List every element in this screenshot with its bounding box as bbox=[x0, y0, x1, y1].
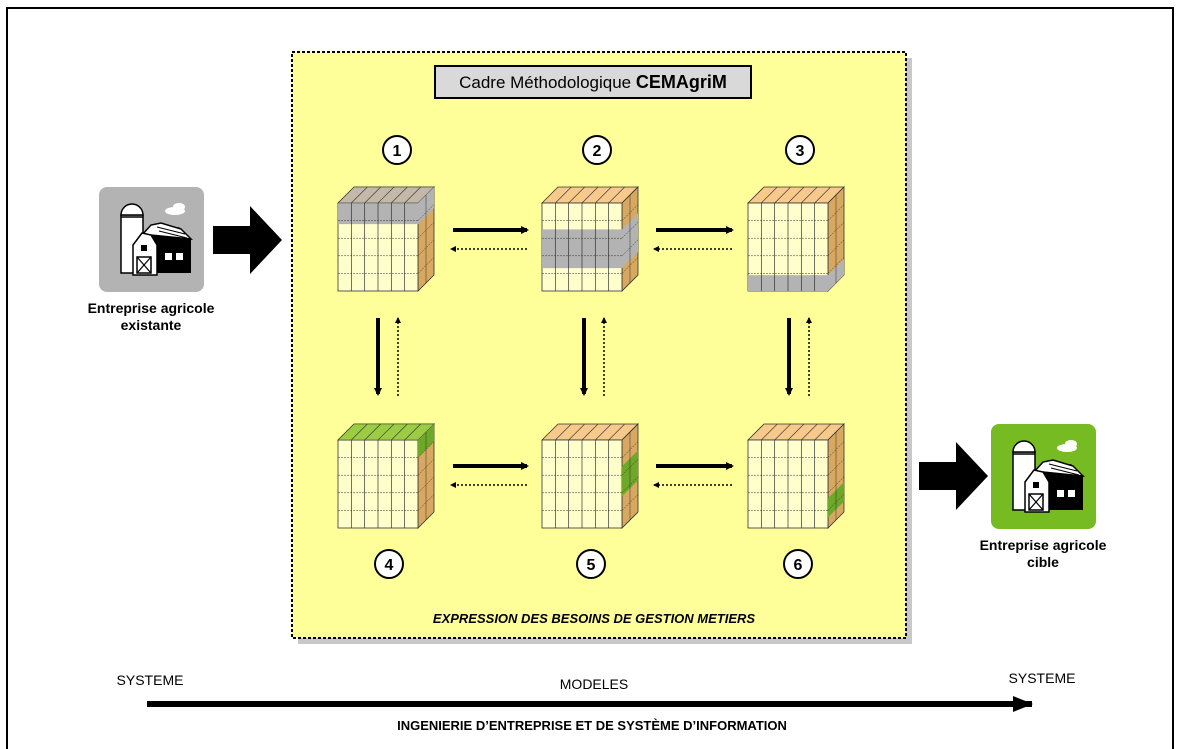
frame-title: Cadre Méthodologique CEMAgriM bbox=[434, 65, 752, 99]
farm-target-icon bbox=[991, 424, 1096, 529]
step-marker-6: 6 bbox=[783, 549, 813, 579]
step-marker-4: 4 bbox=[374, 549, 404, 579]
cube-3 bbox=[747, 186, 845, 292]
cube-6 bbox=[747, 423, 845, 529]
axis-right-label: SYSTEME bbox=[1009, 670, 1076, 686]
step-marker-2: 2 bbox=[582, 135, 612, 165]
farm-existing-icon bbox=[99, 187, 204, 292]
step-number-3: 3 bbox=[796, 143, 805, 160]
frame-title-name: CEMAgriM bbox=[635, 72, 727, 92]
frame-title-prefix: Cadre Méthodologique bbox=[459, 73, 632, 92]
step-marker-1: 1 bbox=[382, 135, 412, 165]
output-block-arrow bbox=[919, 442, 988, 510]
axis-left-label: SYSTEME bbox=[117, 672, 184, 688]
input-block-arrow bbox=[213, 206, 282, 274]
cube-4 bbox=[337, 423, 435, 529]
step-number-5: 5 bbox=[587, 557, 596, 574]
cube-2 bbox=[541, 186, 639, 292]
step-marker-5: 5 bbox=[576, 549, 606, 579]
outer-border bbox=[6, 7, 1174, 749]
step-number-4: 4 bbox=[385, 557, 394, 574]
step-number-1: 1 bbox=[393, 143, 402, 160]
source-label-line2: existante bbox=[121, 317, 182, 333]
axis-middle-label: MODELES bbox=[560, 676, 628, 692]
step-marker-3: 3 bbox=[785, 135, 815, 165]
axis-caption: INGENIERIE D’ENTREPRISE ET DE SYSTÈME D’… bbox=[397, 718, 787, 733]
cubes-group bbox=[337, 186, 845, 529]
cube-1 bbox=[337, 186, 435, 292]
cube-5 bbox=[541, 423, 639, 529]
target-label-line2: cible bbox=[1027, 554, 1059, 570]
source-label-line1: Entreprise agricole bbox=[88, 300, 215, 316]
step-number-6: 6 bbox=[794, 557, 803, 574]
target-label-line1: Entreprise agricole bbox=[980, 537, 1107, 553]
step-number-2: 2 bbox=[593, 143, 602, 160]
frame-footer: EXPRESSION DES BESOINS DE GESTION METIER… bbox=[433, 611, 756, 626]
